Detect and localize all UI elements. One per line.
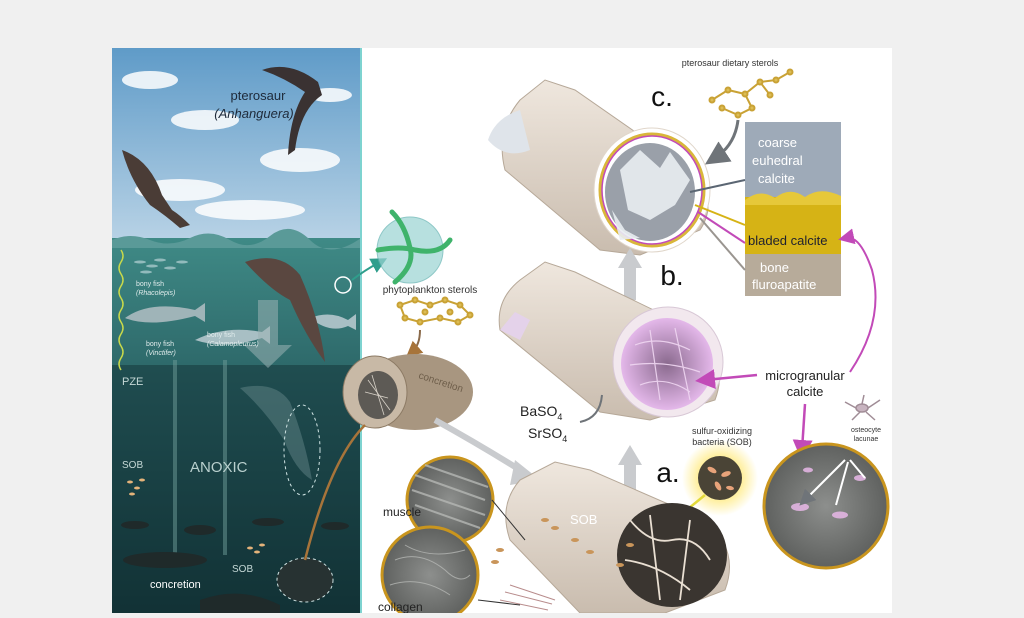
label-baso4: BaSO4 (520, 403, 562, 422)
label-microgranular: microgranular (765, 368, 845, 383)
sinking-lines (173, 360, 227, 555)
pterosaur-sinking (245, 258, 325, 362)
arrow-to-stage-a (433, 417, 522, 473)
sob-inset: sulfur-oxidizing bacteria (SOB) (649, 426, 758, 541)
label-bony-fish-1: bony fish (136, 281, 164, 288)
label-lacunae: lacunae (854, 436, 879, 443)
clouds (122, 71, 352, 220)
label-muscle: muscle (383, 505, 421, 519)
label-pze: PZE (122, 376, 143, 388)
osteocyte-cell (844, 394, 881, 421)
fish-vinctifer (125, 303, 205, 323)
arrow-b-to-c (618, 248, 642, 300)
sob-bacteria-left (127, 478, 145, 496)
sem-insets: muscle collagen (378, 455, 526, 618)
fish-calamopleurus (195, 326, 270, 345)
label-pterosaur-dietary-sterols: pterosaur dietary sterols (682, 58, 779, 68)
concretion-link-line (303, 424, 366, 561)
label-anoxic: ANOXIC (190, 459, 248, 476)
label-bladed-calcite: bladed calcite (748, 233, 828, 248)
osteocyte-inset: osteocyte lacunae (762, 394, 890, 570)
sob-bacteria-bottom (247, 543, 265, 554)
stage-a-bone: SOB (491, 461, 730, 614)
stage-a-label: a. (656, 457, 679, 488)
pterosaur-diving (122, 150, 190, 228)
label-bacteria-sob: bacteria (SOB) (692, 437, 752, 447)
label-anhanguera: (Anhanguera) (214, 106, 294, 121)
highlight-outline (283, 404, 321, 496)
label-sob-left: SOB (122, 460, 143, 471)
pointer-bladed-magenta (697, 211, 746, 244)
label-bony-fish-3: bony fish (207, 332, 235, 339)
label-concretion-bottom: concretion (150, 579, 201, 591)
fish-small (310, 314, 356, 330)
pointer-microgranular (695, 369, 758, 389)
phytoplankton-sterol-molecule (396, 296, 474, 326)
stage-b-bone: BaSO4 SrSO4 (498, 261, 724, 444)
concretion-highlight (276, 557, 334, 603)
label-fluroapatite: fluroapatite (752, 277, 816, 292)
label-calcite: calcite (758, 171, 795, 186)
pointer-bladed (694, 204, 746, 226)
pze-zone-line (118, 249, 124, 371)
stage-c-bone: c. pterosaur dietary sterols (488, 58, 794, 256)
sea-surface (112, 228, 361, 250)
seafloor-concretions (121, 518, 349, 613)
pointer-fluroapatite (699, 217, 746, 271)
dietary-sterol-molecule (708, 68, 794, 119)
label-srso4: SrSO4 (528, 425, 567, 444)
label-coarse: coarse (758, 135, 797, 150)
stage-c-label: c. (651, 81, 673, 112)
label-vinctifer: (Vinctifer) (146, 350, 176, 357)
label-collagen: collagen (378, 600, 423, 613)
layer-coarse-calcite (745, 122, 841, 197)
mineral-layer-column: coarse euhedral calcite bladed calcite b… (689, 122, 841, 296)
arrow-to-osteocyte (792, 403, 813, 460)
label-bone: bone (760, 260, 789, 275)
arrow-to-bladed-calcite (838, 228, 877, 373)
label-sob-bottom: SOB (232, 564, 253, 575)
label-osteocyte: osteocyte (851, 427, 881, 434)
pointer-coarse (689, 179, 746, 193)
label-rhacolepis: (Rhacolepis) (136, 290, 175, 297)
pterosaur-flying (262, 66, 322, 155)
label-sulfur-oxidizing: sulfur-oxidizing (692, 426, 752, 436)
fish-school (134, 258, 188, 274)
label-microgranular-calcite: calcite (787, 384, 824, 399)
layer-bladed-calcite (745, 197, 841, 254)
sinking-arrow (244, 300, 292, 368)
stage-b-label: b. (660, 260, 683, 291)
water-column (112, 238, 361, 613)
pterosaur-ghost (240, 385, 312, 480)
phytoplankton-inset: phytoplankton sterols (334, 209, 478, 358)
label-pterosaur: pterosaur (231, 88, 287, 103)
label-phytoplankton-sterols: phytoplankton sterols (383, 285, 478, 296)
label-bony-fish-2: bony fish (146, 341, 174, 348)
layer-fluroapatite (745, 254, 841, 296)
label-sob-bone: SOB (570, 512, 597, 527)
label-calamopleurus: (Calamopleurus) (207, 341, 259, 348)
label-euhedral: euhedral (752, 153, 803, 168)
pointer-sulfates (579, 394, 603, 423)
environment-panel: pterosaur (Anhanguera) bony fish (Rhacol… (112, 48, 362, 613)
